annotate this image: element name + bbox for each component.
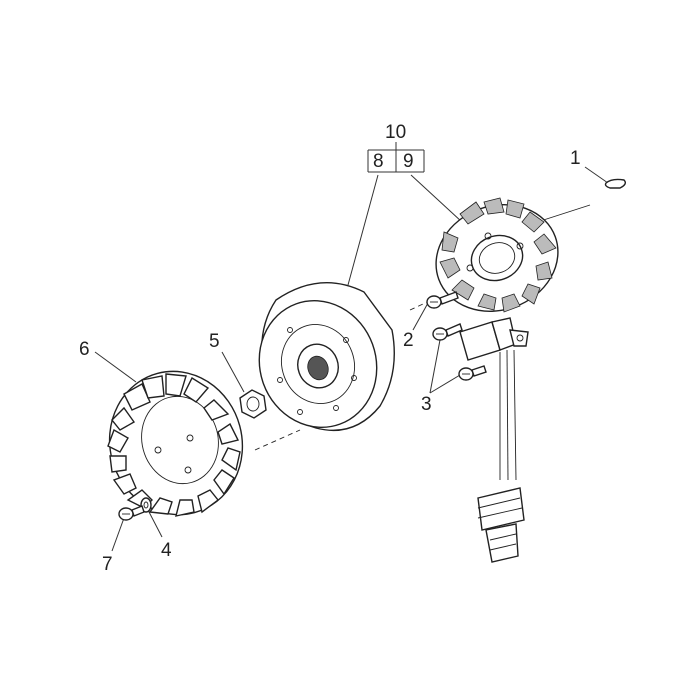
callout-bracket bbox=[367, 142, 425, 173]
callout-6: 6 bbox=[79, 339, 90, 360]
nut-part-5 bbox=[239, 389, 267, 419]
screw-part-3-lower bbox=[458, 365, 487, 381]
callout-2: 2 bbox=[403, 330, 414, 351]
wiring-harness bbox=[477, 349, 525, 563]
callout-1: 1 bbox=[570, 148, 581, 169]
flywheel-rotor-part-8 bbox=[258, 282, 395, 432]
screw-part-7 bbox=[118, 505, 145, 521]
screw-part-2 bbox=[426, 291, 459, 309]
callout-10: 10 bbox=[385, 122, 406, 143]
callout-8: 8 bbox=[373, 151, 384, 172]
callout-5: 5 bbox=[209, 331, 220, 352]
callout-3: 3 bbox=[421, 394, 432, 415]
pickup-coil bbox=[459, 317, 529, 361]
callout-9: 9 bbox=[403, 151, 414, 172]
woodruff-key-part-1 bbox=[604, 178, 627, 189]
callout-7: 7 bbox=[102, 554, 113, 575]
cooling-fan-part-6 bbox=[107, 370, 244, 517]
screw-part-3-upper bbox=[432, 323, 463, 341]
callout-4: 4 bbox=[161, 540, 172, 561]
stator-part-9 bbox=[435, 197, 559, 313]
